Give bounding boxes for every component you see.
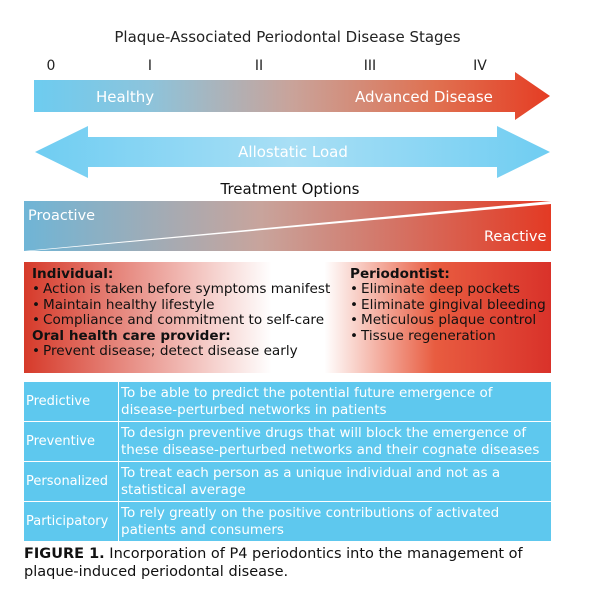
figure-caption: FIGURE 1. Incorporation of P4 periodonti…: [24, 545, 564, 581]
list-item: Compliance and commitment to self-care: [32, 312, 362, 329]
p4-term: Preventive: [24, 421, 119, 461]
list-item: Action is taken before symptoms manifest: [32, 281, 362, 298]
list-item: Prevent disease; detect disease early: [32, 343, 362, 360]
proactive-label: Proactive: [28, 208, 96, 224]
periodontist-column: Periodontist: Eliminate deep pockets Eli…: [350, 266, 550, 345]
p4-table: Predictive To be able to predict the pot…: [24, 381, 551, 541]
provider-heading: Oral health care provider:: [32, 327, 231, 344]
p4-description: To rely greatly on the positive contribu…: [119, 501, 551, 541]
stage-2-label: II: [254, 58, 264, 74]
list-item: Meticulous plaque control: [350, 312, 550, 329]
figure-title: Plaque-Associated Periodontal Disease St…: [114, 28, 461, 46]
allostatic-load-label: Allostatic Load: [238, 143, 348, 161]
reactive-label: Reactive: [484, 229, 547, 245]
periodontist-heading: Periodontist:: [350, 266, 450, 282]
caption-text: Incorporation of P4 periodontics into th…: [24, 546, 523, 580]
p4-description: To design preventive drugs that will blo…: [119, 421, 551, 461]
stage-4-label: IV: [473, 58, 487, 74]
stage-1-label: I: [147, 58, 153, 74]
list-item: Eliminate gingival bleeding: [350, 297, 550, 314]
p4-description: To treat each person as a unique individ…: [119, 461, 551, 501]
p4-term: Predictive: [24, 381, 119, 421]
list-item: Eliminate deep pockets: [350, 281, 550, 298]
allostatic-load-arrow: [35, 126, 550, 178]
list-item: Tissue regeneration: [350, 328, 550, 345]
care-responsibilities-box: Individual: Action is taken before sympt…: [24, 262, 551, 373]
individual-column: Individual: Action is taken before sympt…: [32, 266, 362, 360]
table-row: Personalized To treat each person as a u…: [24, 461, 551, 501]
stage-0-label: 0: [46, 58, 56, 74]
p4-term: Personalized: [24, 461, 119, 501]
p4-description: To be able to predict the potential futu…: [119, 381, 551, 421]
healthy-label: Healthy: [96, 88, 155, 106]
p4-term: Participatory: [24, 501, 119, 541]
treatment-options-heading: Treatment Options: [220, 180, 360, 198]
table-row: Preventive To design preventive drugs th…: [24, 421, 551, 461]
disease-stage-arrow: [34, 72, 550, 120]
table-row: Participatory To rely greatly on the pos…: [24, 501, 551, 541]
treatment-divider: [24, 201, 551, 251]
advanced-disease-label: Advanced Disease: [355, 88, 493, 106]
caption-label: FIGURE 1.: [24, 546, 105, 562]
list-item: Maintain healthy lifestyle: [32, 297, 362, 314]
table-row: Predictive To be able to predict the pot…: [24, 381, 551, 421]
stage-3-label: III: [363, 58, 377, 74]
individual-heading: Individual:: [32, 266, 114, 282]
